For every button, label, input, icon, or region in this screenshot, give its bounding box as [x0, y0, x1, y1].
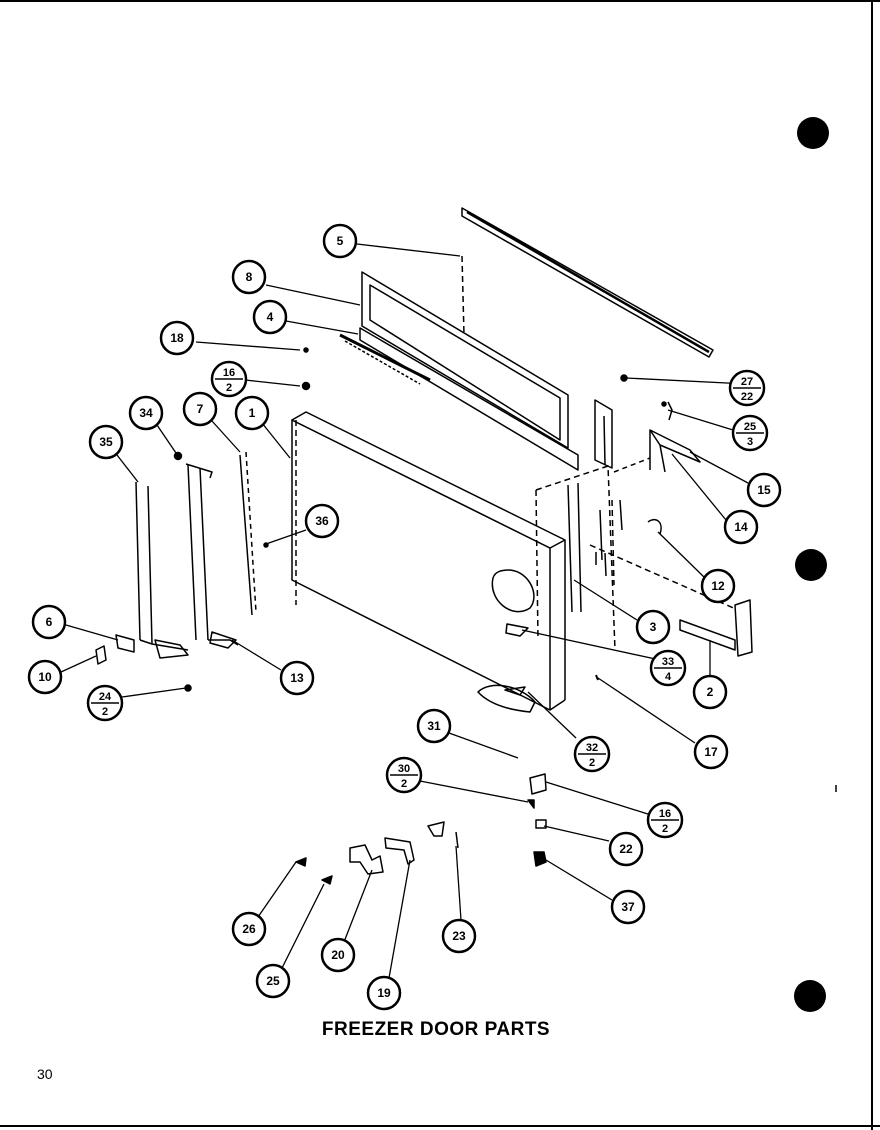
- callout-16-2-upper: 16 2: [210, 360, 248, 398]
- callout-4: 4: [267, 310, 274, 324]
- callout-2: 2: [707, 685, 714, 699]
- callout-25: 25: [266, 974, 280, 988]
- callout-24-2-top: 24: [99, 691, 112, 703]
- callout-33-4-bottom: 4: [665, 671, 672, 683]
- binder-hole-middle: [795, 549, 827, 581]
- callout-32-2-bottom: 2: [589, 757, 595, 769]
- small-brackets-left: [95, 634, 135, 665]
- top-gasket-strip: [461, 207, 714, 358]
- binder-hole-bottom: [794, 980, 826, 1012]
- callout-1: 1: [249, 406, 256, 420]
- callout-24-2: 24 2: [86, 684, 124, 722]
- callout-16-2-upper-top: 16: [223, 367, 235, 379]
- callout-16-2-lower: 16 2: [646, 801, 684, 839]
- callout-25-3-bottom: 3: [747, 436, 753, 448]
- callout-5: 5: [337, 234, 344, 248]
- callout-6: 6: [46, 615, 53, 629]
- callout-27-22: 27 22: [728, 369, 766, 407]
- callout-13: 13: [290, 671, 304, 685]
- callout-17: 17: [704, 745, 718, 759]
- callout-16-2-upper-bottom: 2: [226, 382, 232, 394]
- callout-36: 36: [315, 514, 329, 528]
- callout-18: 18: [170, 331, 184, 345]
- callout-30-2: 30 2: [385, 756, 423, 794]
- callout-35: 35: [99, 435, 113, 449]
- callout-16-2-lower-top: 16: [659, 808, 671, 820]
- callout-27-22-bottom: 22: [741, 391, 753, 403]
- callout-30-2-bottom: 2: [401, 778, 407, 790]
- hinge-hardware-small-parts: [295, 773, 547, 885]
- upper-hinge-assembly: [613, 401, 701, 535]
- callout-24-2-bottom: 2: [102, 706, 108, 718]
- callout-23: 23: [452, 929, 466, 943]
- door-outer-panel: [291, 411, 566, 713]
- callout-14: 14: [734, 520, 748, 534]
- callout-19: 19: [377, 986, 391, 1000]
- callout-16-2-lower-bottom: 2: [662, 823, 668, 835]
- callout-34: 34: [139, 406, 153, 420]
- callout-33-4: 33 4: [649, 649, 687, 687]
- left-side-trim-pieces: [135, 451, 257, 659]
- leader-lines: [60, 243, 749, 979]
- callout-26: 26: [242, 922, 256, 936]
- callout-20: 20: [331, 948, 345, 962]
- screws: [173, 347, 667, 692]
- callout-8: 8: [246, 270, 253, 284]
- door-liner-frame: [339, 255, 579, 471]
- door-inner-panel: [535, 399, 616, 651]
- diagram-caption: FREEZER DOOR PARTS: [321, 1019, 551, 1040]
- callout-27-22-top: 27: [741, 376, 753, 388]
- callout-37: 37: [621, 900, 635, 914]
- callout-25-3-top: 25: [744, 421, 756, 433]
- callout-32-2: 32 2: [573, 735, 611, 773]
- callout-7: 7: [197, 402, 204, 416]
- page-number: 30: [37, 1066, 53, 1082]
- callout-12: 12: [711, 579, 725, 593]
- callout-33-4-top: 33: [662, 656, 674, 668]
- binder-hole-top: [797, 117, 829, 149]
- callout-10: 10: [38, 670, 52, 684]
- callout-22: 22: [619, 842, 633, 856]
- callout-32-2-top: 32: [586, 742, 598, 754]
- callout-15: 15: [757, 483, 771, 497]
- callout-31: 31: [427, 719, 441, 733]
- callout-30-2-top: 30: [398, 763, 410, 775]
- callout-3: 3: [650, 620, 657, 634]
- callout-25-3: 25 3: [731, 414, 769, 452]
